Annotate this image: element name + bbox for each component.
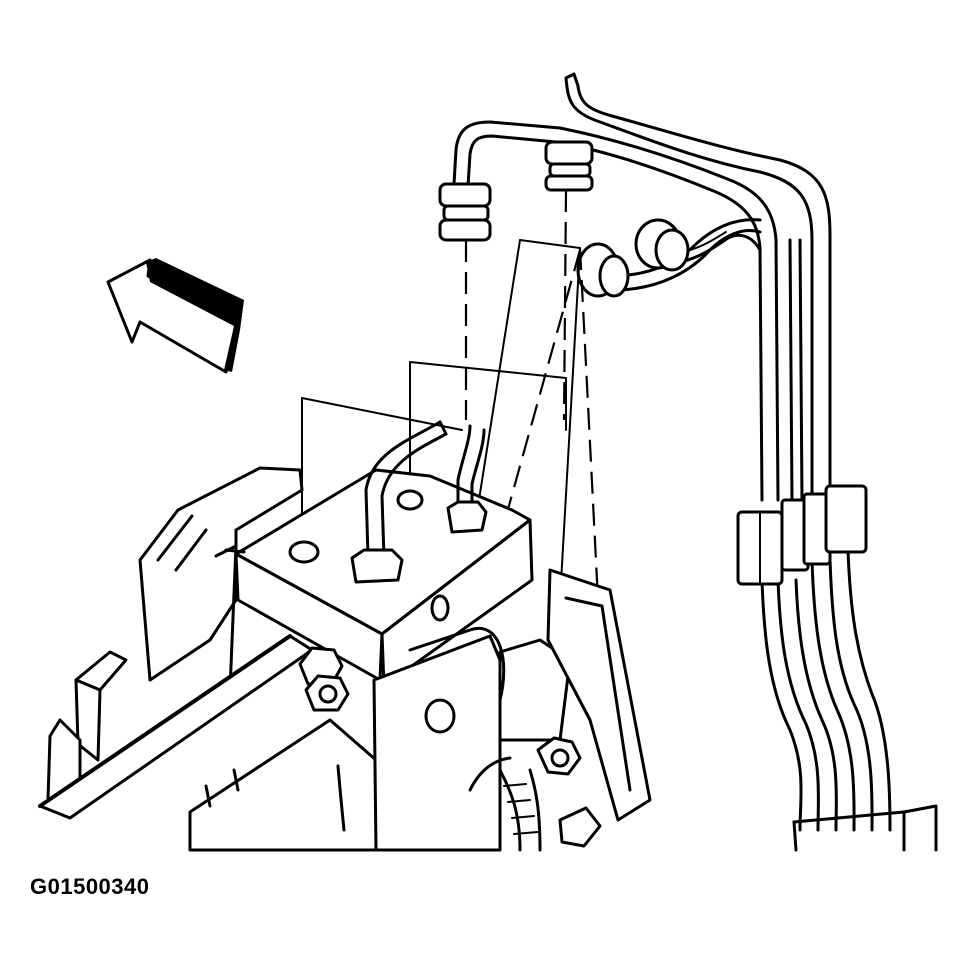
tube-retainer-clip-icon — [736, 484, 868, 586]
brake-tube-fitting-icon — [350, 420, 488, 584]
hex-nut-icon — [438, 140, 690, 298]
brake-pipe-bundle — [452, 72, 938, 852]
front-direction-arrow-icon — [106, 258, 244, 374]
abs-control-module-housing — [46, 466, 304, 802]
figure-code-label: G01500340 — [30, 874, 150, 899]
wiring-harness — [468, 756, 542, 852]
mounting-bolt-nut-icon — [298, 646, 602, 848]
brake-modulator-line-diagram — [38, 72, 938, 852]
modulator-mounting-bracket — [38, 568, 652, 852]
